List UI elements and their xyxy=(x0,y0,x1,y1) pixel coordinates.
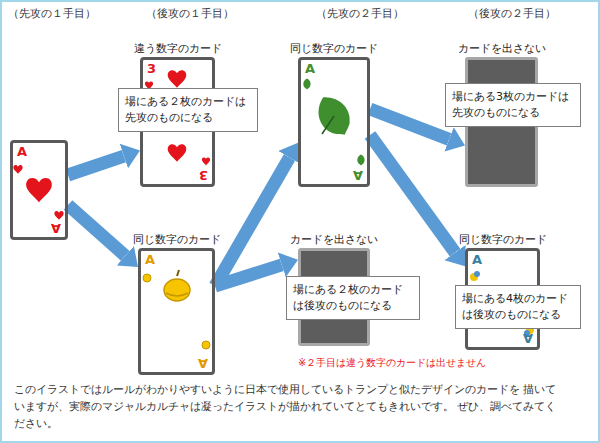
heart-pip xyxy=(13,165,22,174)
card-rank: A xyxy=(523,331,533,346)
card-heading: 違う数字のカード xyxy=(113,41,242,56)
heart-pip xyxy=(26,178,52,202)
card-heading: 同じ数字のカード xyxy=(271,41,397,56)
column-header: （先攻の２手目） xyxy=(316,6,404,21)
result-callout: 場にある２枚のカードは後攻のものになる xyxy=(286,276,420,320)
column-header: （後攻の１手目） xyxy=(146,6,234,21)
column-header: （後攻の２手目） xyxy=(468,6,556,21)
playing-card: AA xyxy=(10,140,68,240)
flow-arrow xyxy=(370,109,449,139)
card-rank: A xyxy=(472,252,482,267)
heart-pip xyxy=(202,157,210,165)
card-heading: 同じ数字のカード xyxy=(111,232,242,247)
callout-text: 場にある２枚のカードは先攻のものになる xyxy=(125,94,251,126)
flow-arrow xyxy=(215,158,289,287)
card-rank: A xyxy=(145,252,155,267)
flow-arrow xyxy=(68,156,124,175)
card-heading: カードを出さない xyxy=(271,232,397,247)
callout-text: 場にある4枚のカードは後攻のものになる xyxy=(462,291,574,323)
card-rank: A xyxy=(305,61,315,76)
heart-pip xyxy=(54,211,63,220)
leaf-pip xyxy=(303,79,364,166)
result-callout: 場にある4枚のカードは後攻のものになる xyxy=(455,285,581,329)
rule-note: ※２手目は違う数字のカードは出せません xyxy=(298,356,486,370)
card-rank: A xyxy=(198,356,208,371)
column-header: （先攻の１手目） xyxy=(8,6,96,21)
result-callout: 場にある3枚のカードは先攻のものになる xyxy=(445,83,581,127)
callout-text: 場にある２枚のカードは後攻のものになる xyxy=(293,282,413,314)
card-rank: A xyxy=(51,221,61,236)
footnote-paragraph: このイラストではルールがわかりやすいように日本で使用しているトランプと似たデザイ… xyxy=(14,381,562,432)
playing-card: 同じ数字のカードAA xyxy=(138,248,215,375)
result-callout: 場にある２枚のカードは先攻のものになる xyxy=(118,88,258,132)
bell-pip xyxy=(143,270,210,349)
card-rank: 3 xyxy=(199,168,208,183)
card-heading: 同じ数字のカード xyxy=(438,232,567,247)
card-heading: カードを出さない xyxy=(438,41,565,56)
heart-pip xyxy=(168,70,187,88)
card-rank: 3 xyxy=(147,61,156,76)
card-rank: A xyxy=(17,144,27,159)
callout-text: 場にある3枚のカードは先攻のものになる xyxy=(452,89,574,121)
flow-arrow xyxy=(370,135,455,253)
playing-card: 同じ数字のカードAA xyxy=(298,57,370,187)
card-rank: A xyxy=(353,168,363,183)
heart-pip xyxy=(168,144,187,162)
flow-arrow xyxy=(68,205,125,256)
flow-arrow xyxy=(215,265,282,286)
